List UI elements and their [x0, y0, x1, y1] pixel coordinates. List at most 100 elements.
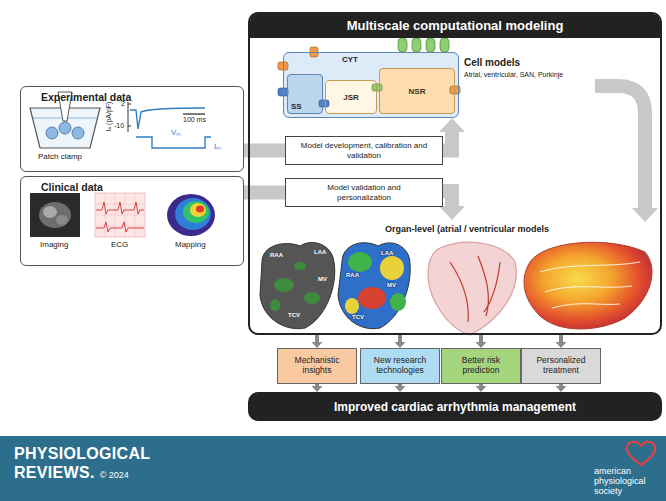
imaging-thumbnail — [30, 193, 80, 237]
current-trace — [130, 108, 205, 129]
flow-arrow — [312, 335, 323, 348]
ventricle-model — [428, 242, 516, 335]
node-label: Model validation and personalization — [314, 183, 414, 201]
node-label: Clinical data — [41, 181, 103, 193]
imaging-thumbnail — [39, 202, 71, 228]
anatomy-label: MV — [387, 282, 396, 288]
cell-compartment: SS — [287, 74, 323, 114]
ecg-thumbnail — [95, 193, 145, 237]
node-label: Multiscale computational modeling — [250, 14, 660, 38]
axis-tick-label: 2 — [121, 100, 125, 107]
node-label: Improved cardiac arrhythmia management — [334, 400, 576, 414]
ventricle-model — [450, 256, 500, 322]
anatomy-label: TCV — [352, 314, 364, 320]
node-label: american physiological society — [594, 466, 660, 496]
node-label: Better risk prediction — [446, 356, 516, 376]
flow-arrow — [556, 384, 567, 392]
outcome-box: Mechanistic insights — [277, 348, 357, 384]
connector-line — [244, 186, 285, 200]
ventricle-map — [524, 242, 652, 329]
imaging-thumbnail — [43, 206, 57, 218]
mapping-thumbnail — [175, 198, 211, 230]
ion-channel — [440, 38, 449, 52]
node-label: Mechanistic insights — [282, 356, 352, 376]
atrial-map — [390, 293, 406, 311]
connector-line — [443, 132, 452, 151]
ion-channel — [412, 38, 421, 52]
anatomy-label: TCV — [288, 312, 300, 318]
current-trace — [128, 102, 211, 148]
node-label: PHYSIOLOGICAL REVIEWS. — [14, 445, 150, 481]
atrial-model — [294, 262, 306, 270]
flow-arrow — [476, 335, 487, 348]
ecg-thumbnail — [95, 193, 145, 237]
node-label: SS — [291, 102, 302, 111]
flow-band — [443, 86, 645, 208]
cell-fill — [283, 52, 459, 118]
current-trace — [183, 113, 205, 114]
outcome-bar: Improved cardiac arrhythmia management — [248, 392, 662, 421]
flow-band — [595, 86, 645, 208]
footer-band — [0, 436, 666, 501]
ion-channel — [278, 38, 460, 107]
mapping-thumbnail — [167, 194, 215, 236]
arrow-head — [439, 118, 465, 132]
node-label: CYT — [342, 55, 358, 64]
flow-arrow — [395, 384, 406, 392]
figure-caption: ECG — [111, 240, 128, 249]
figure-caption: Mapping — [175, 240, 206, 249]
connector-line — [244, 144, 285, 158]
outcome-box: Personalized treatment — [521, 348, 601, 384]
imaging-thumbnail — [56, 215, 68, 225]
society-logo — [627, 442, 655, 465]
atrial-model — [304, 292, 320, 304]
patch-clamp-icon — [46, 127, 58, 139]
atrial-model — [260, 243, 335, 329]
flow-head — [632, 208, 658, 222]
ventricle-model — [428, 242, 516, 335]
cell-fill — [379, 68, 455, 114]
ventricle-map — [540, 262, 640, 308]
footer-band: PHYSIOLOGICAL REVIEWS.© 2024 american phy… — [0, 436, 666, 501]
patch-clamp-icon — [72, 127, 84, 139]
anatomy-label: LAA — [381, 250, 393, 256]
atrial-model — [270, 299, 280, 311]
axis-label: Iₐ (pA/pF) — [105, 94, 112, 140]
ion-channel — [372, 84, 382, 91]
atrial-map — [348, 252, 372, 272]
cell-fill — [287, 74, 323, 114]
flow-band — [244, 150, 285, 151]
flow-band — [244, 192, 285, 193]
anatomy-label: RAA — [346, 272, 359, 278]
outcome-box: Better risk prediction — [441, 348, 521, 384]
ecg-thumbnail — [96, 202, 144, 232]
atrial-map — [338, 243, 410, 329]
mapping-thumbnail — [196, 206, 204, 213]
scale-bar-label: 100 ms — [183, 116, 206, 123]
section-label: Organ-level (atrial / ventricular models — [385, 224, 549, 234]
atrial-model — [274, 278, 294, 292]
signal-name: Iₘ — [214, 140, 221, 151]
ion-channel — [319, 100, 329, 107]
cell-compartment: JSR — [325, 80, 377, 114]
flow-arrow — [312, 384, 323, 392]
ion-channel — [426, 38, 435, 52]
anatomy-label: MV — [318, 276, 327, 282]
node-label: Personalized treatment — [526, 356, 596, 376]
cell-compartment: CYT SS JSR NSR — [283, 52, 459, 118]
flow-arrow — [395, 335, 406, 348]
signal-name: Vₘ — [171, 126, 181, 137]
node-label: © 2024 — [100, 470, 129, 480]
current-trace — [136, 137, 211, 148]
source-box: Clinical data — [20, 176, 244, 266]
atrial-map — [345, 298, 359, 314]
section-label: Cell models — [464, 57, 520, 68]
ion-channel — [398, 38, 407, 52]
flow-arrow — [556, 335, 567, 348]
node-label: NSR — [409, 87, 426, 96]
section-panel: Multiscale computational modelingModel d… — [248, 12, 662, 335]
flow-arrow — [476, 384, 487, 392]
